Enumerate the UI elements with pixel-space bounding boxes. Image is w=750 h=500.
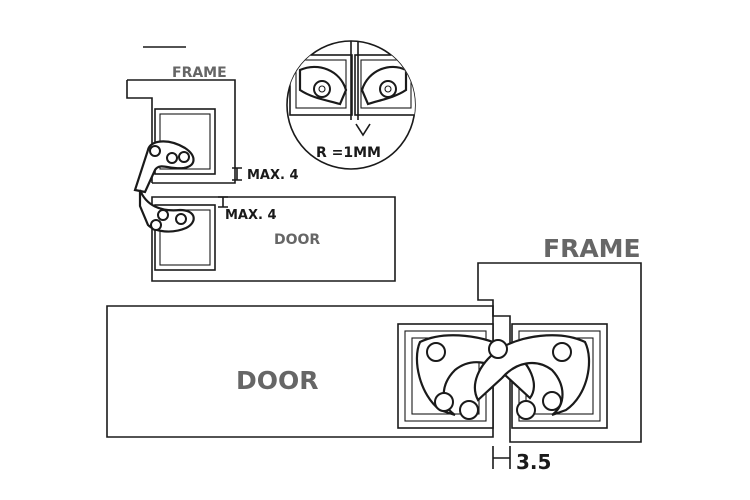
gap-top-label: MAX. 4 — [247, 168, 299, 183]
hinge-pin — [175, 213, 187, 225]
hinge-pin — [542, 391, 562, 411]
gap-bottom-label: MAX. 4 — [225, 208, 277, 223]
hinge-pin — [434, 392, 454, 412]
radius-arrow — [355, 123, 371, 137]
hinge-pin — [178, 151, 190, 163]
bottom-door-label: DOOR — [236, 366, 319, 395]
hinge-pin — [459, 400, 479, 420]
top-frame-outline — [126, 79, 236, 184]
bottom-frame-label: FRAME — [543, 234, 641, 263]
hinge-pin — [149, 145, 161, 157]
hinge-pin — [166, 152, 178, 164]
gap-dimension-label: 3.5 — [516, 450, 551, 474]
bottom-door-outline — [106, 305, 494, 438]
top-door-label: DOOR — [274, 232, 320, 248]
hinge-pin — [488, 339, 508, 359]
gap-dimension-marker — [492, 446, 511, 469]
hinge-pin — [516, 400, 536, 420]
detail-pin — [313, 80, 331, 98]
bottom-view: FRAME DOOR 3.5 — [106, 234, 642, 474]
top-frame-label: FRAME — [172, 65, 227, 81]
radius-detail: R =1MM — [286, 40, 416, 170]
hinge-pin — [150, 219, 162, 231]
hinge-pin — [552, 342, 572, 362]
gap-bottom-marker — [218, 196, 228, 208]
upper-hinge-arm — [133, 140, 195, 194]
hinge-pin — [157, 209, 169, 221]
bottom-frame-outline — [477, 262, 642, 443]
hinge-pin — [426, 342, 446, 362]
detail-pin — [379, 80, 397, 98]
top-door-outline — [151, 196, 396, 282]
top-view: FRAME DOOR MAX. 4 MAX. 4 — [126, 46, 396, 282]
gap-top-marker — [232, 167, 242, 181]
radius-label: R =1MM — [316, 145, 381, 161]
